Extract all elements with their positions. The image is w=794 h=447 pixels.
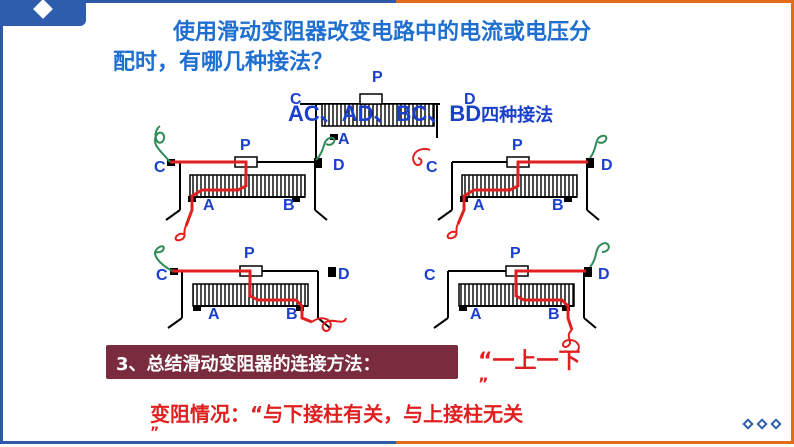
terminal-p-label: P [510, 245, 521, 262]
slide-frame-right [396, 0, 794, 444]
rheostat-middle-left: P C D A B [154, 125, 345, 242]
terminal-c-label: C [290, 91, 302, 108]
question-line-2: 配时，有哪几种接法？ [113, 50, 334, 75]
variable-resistance-note: 变阻情况：“与下接柱有关，与上接柱无关 [150, 402, 524, 426]
terminal-a-label: A [473, 197, 485, 214]
terminal-p-label: P [512, 137, 523, 154]
terminal-c-label: C [156, 267, 168, 284]
terminal-a-label: A [208, 306, 220, 323]
methods-suffix: 四种接法 [481, 105, 554, 125]
diamond-icon [742, 418, 754, 430]
variable-resistance-tail: ” [150, 425, 160, 441]
terminal-b-label: B [548, 306, 560, 323]
summary-label: 3、总结滑动变阻器的连接方法： [116, 354, 381, 375]
rheostat-top: P C D A [290, 69, 476, 160]
terminal-c-label: C [424, 267, 436, 284]
terminal-a-label: A [203, 197, 215, 214]
terminal-b-label: B [286, 306, 298, 323]
diamond-icon [770, 418, 782, 430]
methods-prefix: AC、AD、BC、BD [288, 101, 482, 126]
rheostat-bottom-right: P C D A B [424, 242, 610, 353]
slide-frame-left [0, 0, 396, 444]
rheostat-bottom-left: P C D A B [154, 245, 350, 332]
terminal-c-label: C [154, 159, 166, 176]
terminal-p-label: P [372, 69, 383, 86]
summary-answer: “一上一下 [478, 349, 581, 374]
terminal-p-label: P [244, 245, 255, 262]
terminal-a-label: A [470, 306, 482, 323]
rheostat-middle-right: P C D A B [412, 134, 613, 240]
terminal-c-label: C [426, 159, 438, 176]
terminal-p-label: P [240, 137, 251, 154]
slide-nav-icon[interactable] [742, 418, 786, 432]
terminal-d-label: D [598, 266, 610, 283]
terminal-d-label: D [338, 266, 350, 283]
corner-tab [0, 0, 86, 26]
four-methods-caption: AC、AD、BC、BD四种接法 [288, 96, 553, 128]
summary-answer-tail: ” [478, 374, 489, 393]
summary-banner: 3、总结滑动变阻器的连接方法： [106, 345, 458, 379]
terminal-b-label: B [552, 197, 564, 214]
terminal-d-label: D [601, 157, 613, 174]
terminal-a-label: A [338, 131, 350, 148]
question-line-1: 使用滑动变阻器改变电路中的电流或电压分 [173, 20, 592, 45]
terminal-b-label: B [283, 197, 295, 214]
terminal-d-label: D [333, 157, 345, 174]
diamond-icon [756, 418, 768, 430]
terminal-d-label: D [464, 91, 476, 108]
